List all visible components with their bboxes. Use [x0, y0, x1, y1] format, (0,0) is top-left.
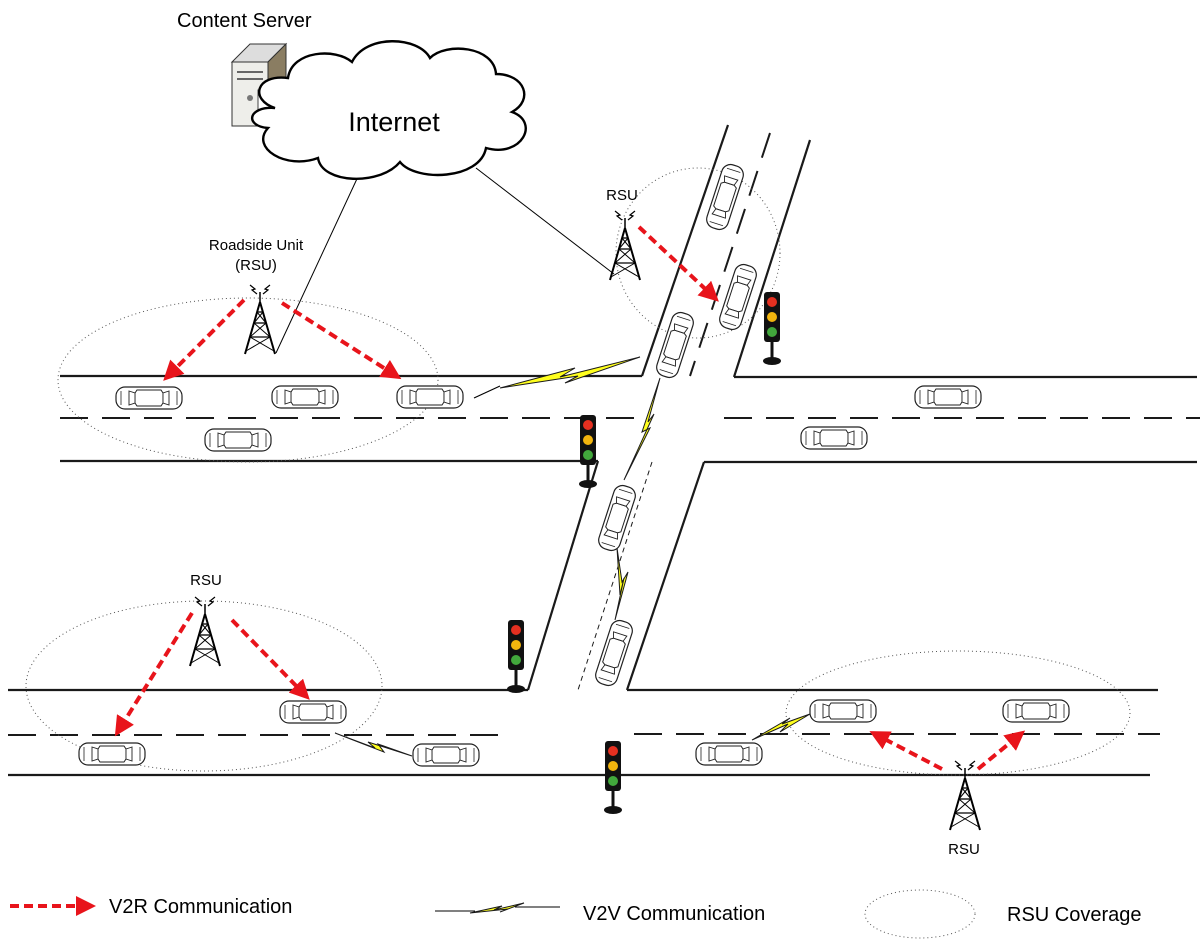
rsu-label: RSU: [606, 187, 638, 204]
rsu-coverage-areas: [26, 168, 1130, 775]
car-icon: [79, 743, 145, 765]
car-icon: [596, 483, 637, 553]
car-icon: [205, 429, 271, 451]
car-icon: [280, 701, 346, 723]
car-icon: [801, 427, 867, 449]
v2r-links: [117, 227, 1022, 769]
rsu-label: (RSU): [235, 257, 277, 274]
rsu-label: Roadside Unit: [209, 237, 304, 254]
car-icon: [116, 387, 182, 409]
car-icon: [915, 386, 981, 408]
internet-links: [276, 168, 614, 353]
legend-v2r-label: V2R Communication: [109, 896, 292, 918]
legend-coverage-swatch: [865, 890, 975, 938]
rsu-label: RSU: [948, 841, 980, 858]
legend-coverage-label: RSU Coverage: [1007, 904, 1142, 926]
internet-label: Internet: [348, 107, 440, 137]
v2v-links: [335, 357, 810, 756]
tower-icon: [950, 761, 980, 830]
car-icon: [593, 618, 634, 688]
tower-icon: [245, 285, 275, 354]
car-icon: [1003, 700, 1069, 722]
legend-v2v-swatch: [435, 903, 560, 913]
traffic-light-icon: [604, 741, 622, 814]
tower-icon: [610, 211, 640, 280]
car-icon: [696, 743, 762, 765]
car-icon: [272, 386, 338, 408]
traffic-light-icon: [507, 620, 525, 693]
tower-icon: [190, 597, 220, 666]
car-icon: [397, 386, 463, 408]
legend: V2R Communication V2V Communication RSU …: [10, 890, 1142, 938]
car-icon: [413, 744, 479, 766]
rsu-label: RSU: [190, 572, 222, 589]
traffic-light-icon: [763, 292, 781, 365]
content-server-label: Content Server: [177, 10, 312, 32]
lane-markings: [8, 133, 1200, 735]
car-icon: [810, 700, 876, 722]
legend-v2v-label: V2V Communication: [583, 903, 765, 925]
traffic-light-icon: [579, 415, 597, 488]
